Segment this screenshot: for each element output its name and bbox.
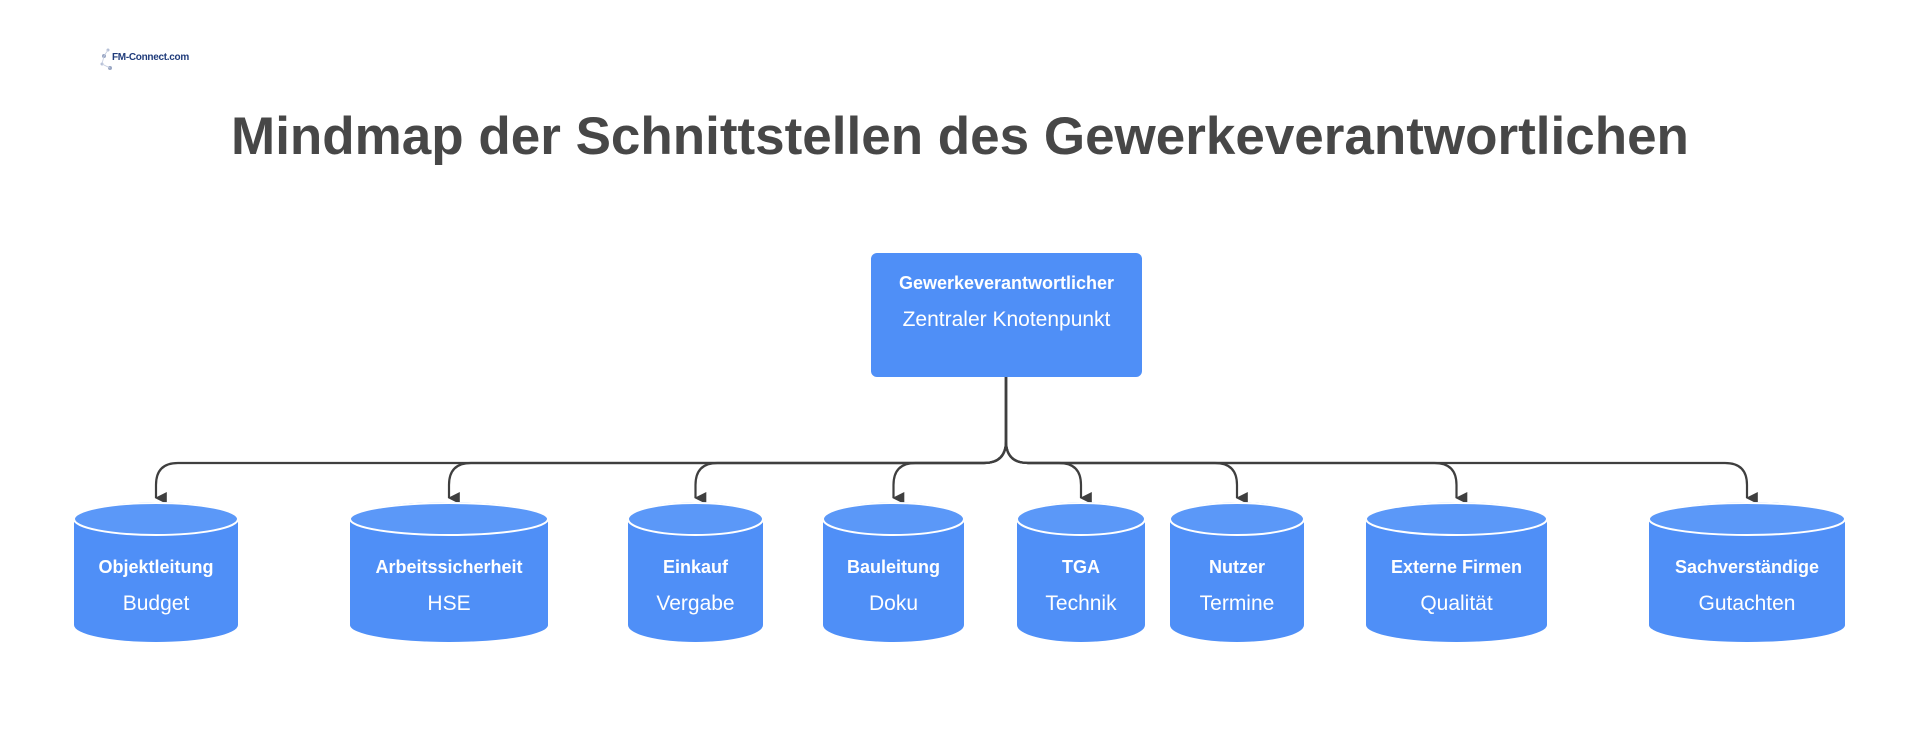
- node-role: TGA: [1062, 557, 1100, 577]
- node-description: Gutachten: [1698, 592, 1796, 615]
- cylinder-shape: [1169, 502, 1305, 642]
- node-role: Bauleitung: [847, 557, 940, 577]
- node-role: Objektleitung: [98, 557, 214, 577]
- edge-arbeitssicherheit: [447, 377, 1008, 504]
- central-node: Gewerkeverantwortlicher Zentraler Knoten…: [871, 253, 1142, 377]
- edge-einkauf: [694, 377, 1008, 504]
- node-description: Termine: [1199, 592, 1275, 615]
- node-role: Externe Firmen: [1390, 557, 1523, 577]
- node-role: Einkauf: [662, 557, 728, 577]
- node-role: Arbeitssicherheit: [375, 557, 523, 577]
- node-description: Technik: [1045, 592, 1117, 615]
- edge-bauleitung: [892, 377, 1008, 504]
- cylinder-shape: [73, 502, 239, 642]
- node-role: Sachverständige: [1674, 557, 1820, 577]
- edge-externe-firmen: [1004, 377, 1468, 504]
- node-description: Qualität: [1420, 592, 1493, 615]
- edge-nutzer: [1004, 377, 1248, 504]
- edge-sachverst-ndige: [1004, 377, 1758, 504]
- cylinder-shape: [349, 502, 549, 642]
- node-description: HSE: [427, 592, 471, 615]
- central-node-role: Gewerkeverantwortlicher: [898, 273, 1115, 293]
- node-description: Doku: [868, 592, 919, 615]
- node-role: Nutzer: [1208, 557, 1265, 577]
- cylinder-shape: [1648, 502, 1846, 642]
- node-description: Vergabe: [656, 592, 735, 615]
- edge-tga: [1004, 377, 1092, 504]
- cylinder-shape: [627, 502, 764, 642]
- node-tga: TGA Technik: [1016, 502, 1146, 642]
- diagram-title: Mindmap der Schnittstellen des Gewerkeve…: [231, 107, 1689, 166]
- edge-objektleitung: [154, 377, 1008, 504]
- cylinder-shape: [1016, 502, 1146, 642]
- logo-text: FM-Connect.com: [112, 52, 189, 63]
- cylinder-shape: [1365, 502, 1548, 642]
- node-description: Budget: [122, 592, 190, 615]
- logo-icon: [100, 48, 112, 70]
- central-node-description: Zentraler Knotenpunkt: [902, 308, 1111, 331]
- cylinder-shape: [822, 502, 965, 642]
